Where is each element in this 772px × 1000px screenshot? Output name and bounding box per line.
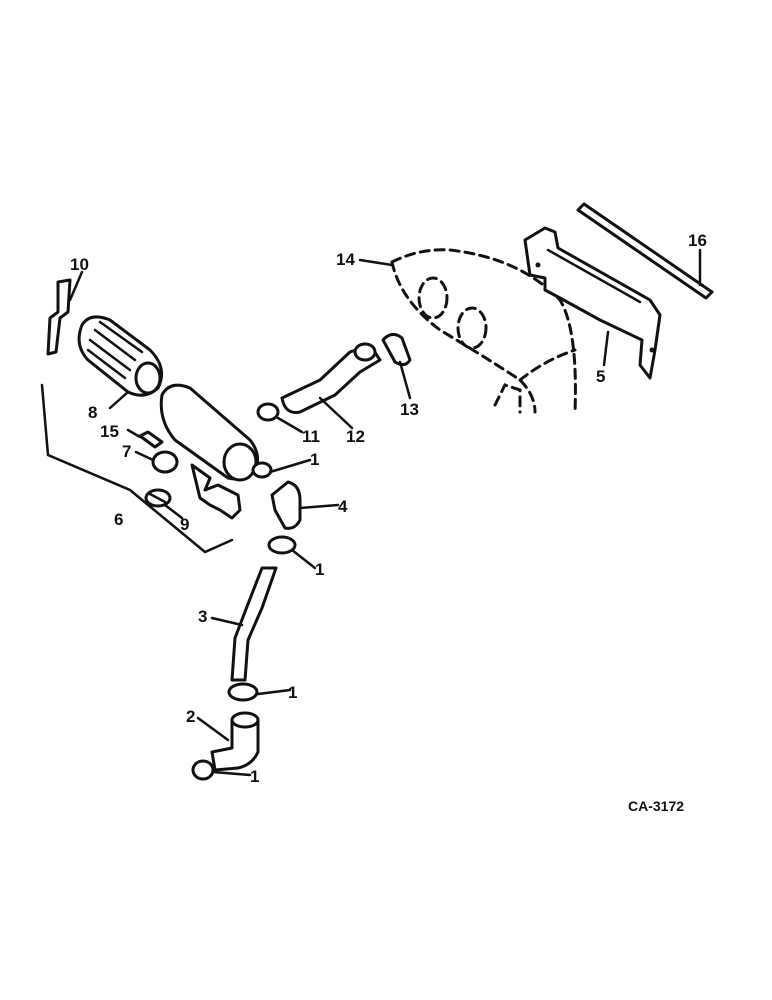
engine-hood-outline [390,248,577,414]
clamp-1-lower [227,682,259,702]
callout-3: 3 [198,607,207,626]
group-bracket-6 [40,383,234,554]
leader-lines [68,248,702,777]
callout-labels: 10 8 15 7 6 9 11 12 13 14 16 5 1 4 1 3 1… [70,231,707,786]
filter-band [46,278,72,356]
callout-2: 2 [186,707,195,726]
drawing-code: CA-3172 [628,798,684,814]
shroud-bracket [523,226,662,380]
small-fitting [138,430,164,449]
callout-1-d: 1 [250,767,259,786]
callout-1-b: 1 [315,560,324,579]
callout-16: 16 [688,231,707,250]
callout-7: 7 [122,442,131,461]
filter-element [77,315,164,397]
callout-1-a: 1 [310,450,319,469]
elbow-hose-4 [270,480,302,530]
callout-13: 13 [400,400,419,419]
callout-15: 15 [100,422,119,441]
callout-9: 9 [180,515,189,534]
callout-14: 14 [336,250,355,269]
clamp-1-upper [251,461,273,479]
clamp-9 [144,488,172,508]
callout-5: 5 [596,367,605,386]
clamp-1-bottom [191,759,215,781]
air-cleaner-body [159,383,260,520]
callout-11: 11 [302,427,320,446]
clamp-11 [256,402,280,422]
callout-1-c: 1 [288,683,297,702]
clamp-1-middle [267,535,297,555]
hose-3 [230,566,278,682]
callout-10: 10 [70,255,89,274]
callout-6: 6 [114,510,123,529]
callout-4: 4 [338,497,348,516]
callout-8: 8 [88,403,97,422]
elbow-2 [210,711,260,772]
callout-12: 12 [346,427,365,446]
cap [151,450,179,474]
seal-strip [576,202,714,300]
intake-duct [280,342,382,414]
gasket [381,333,412,367]
